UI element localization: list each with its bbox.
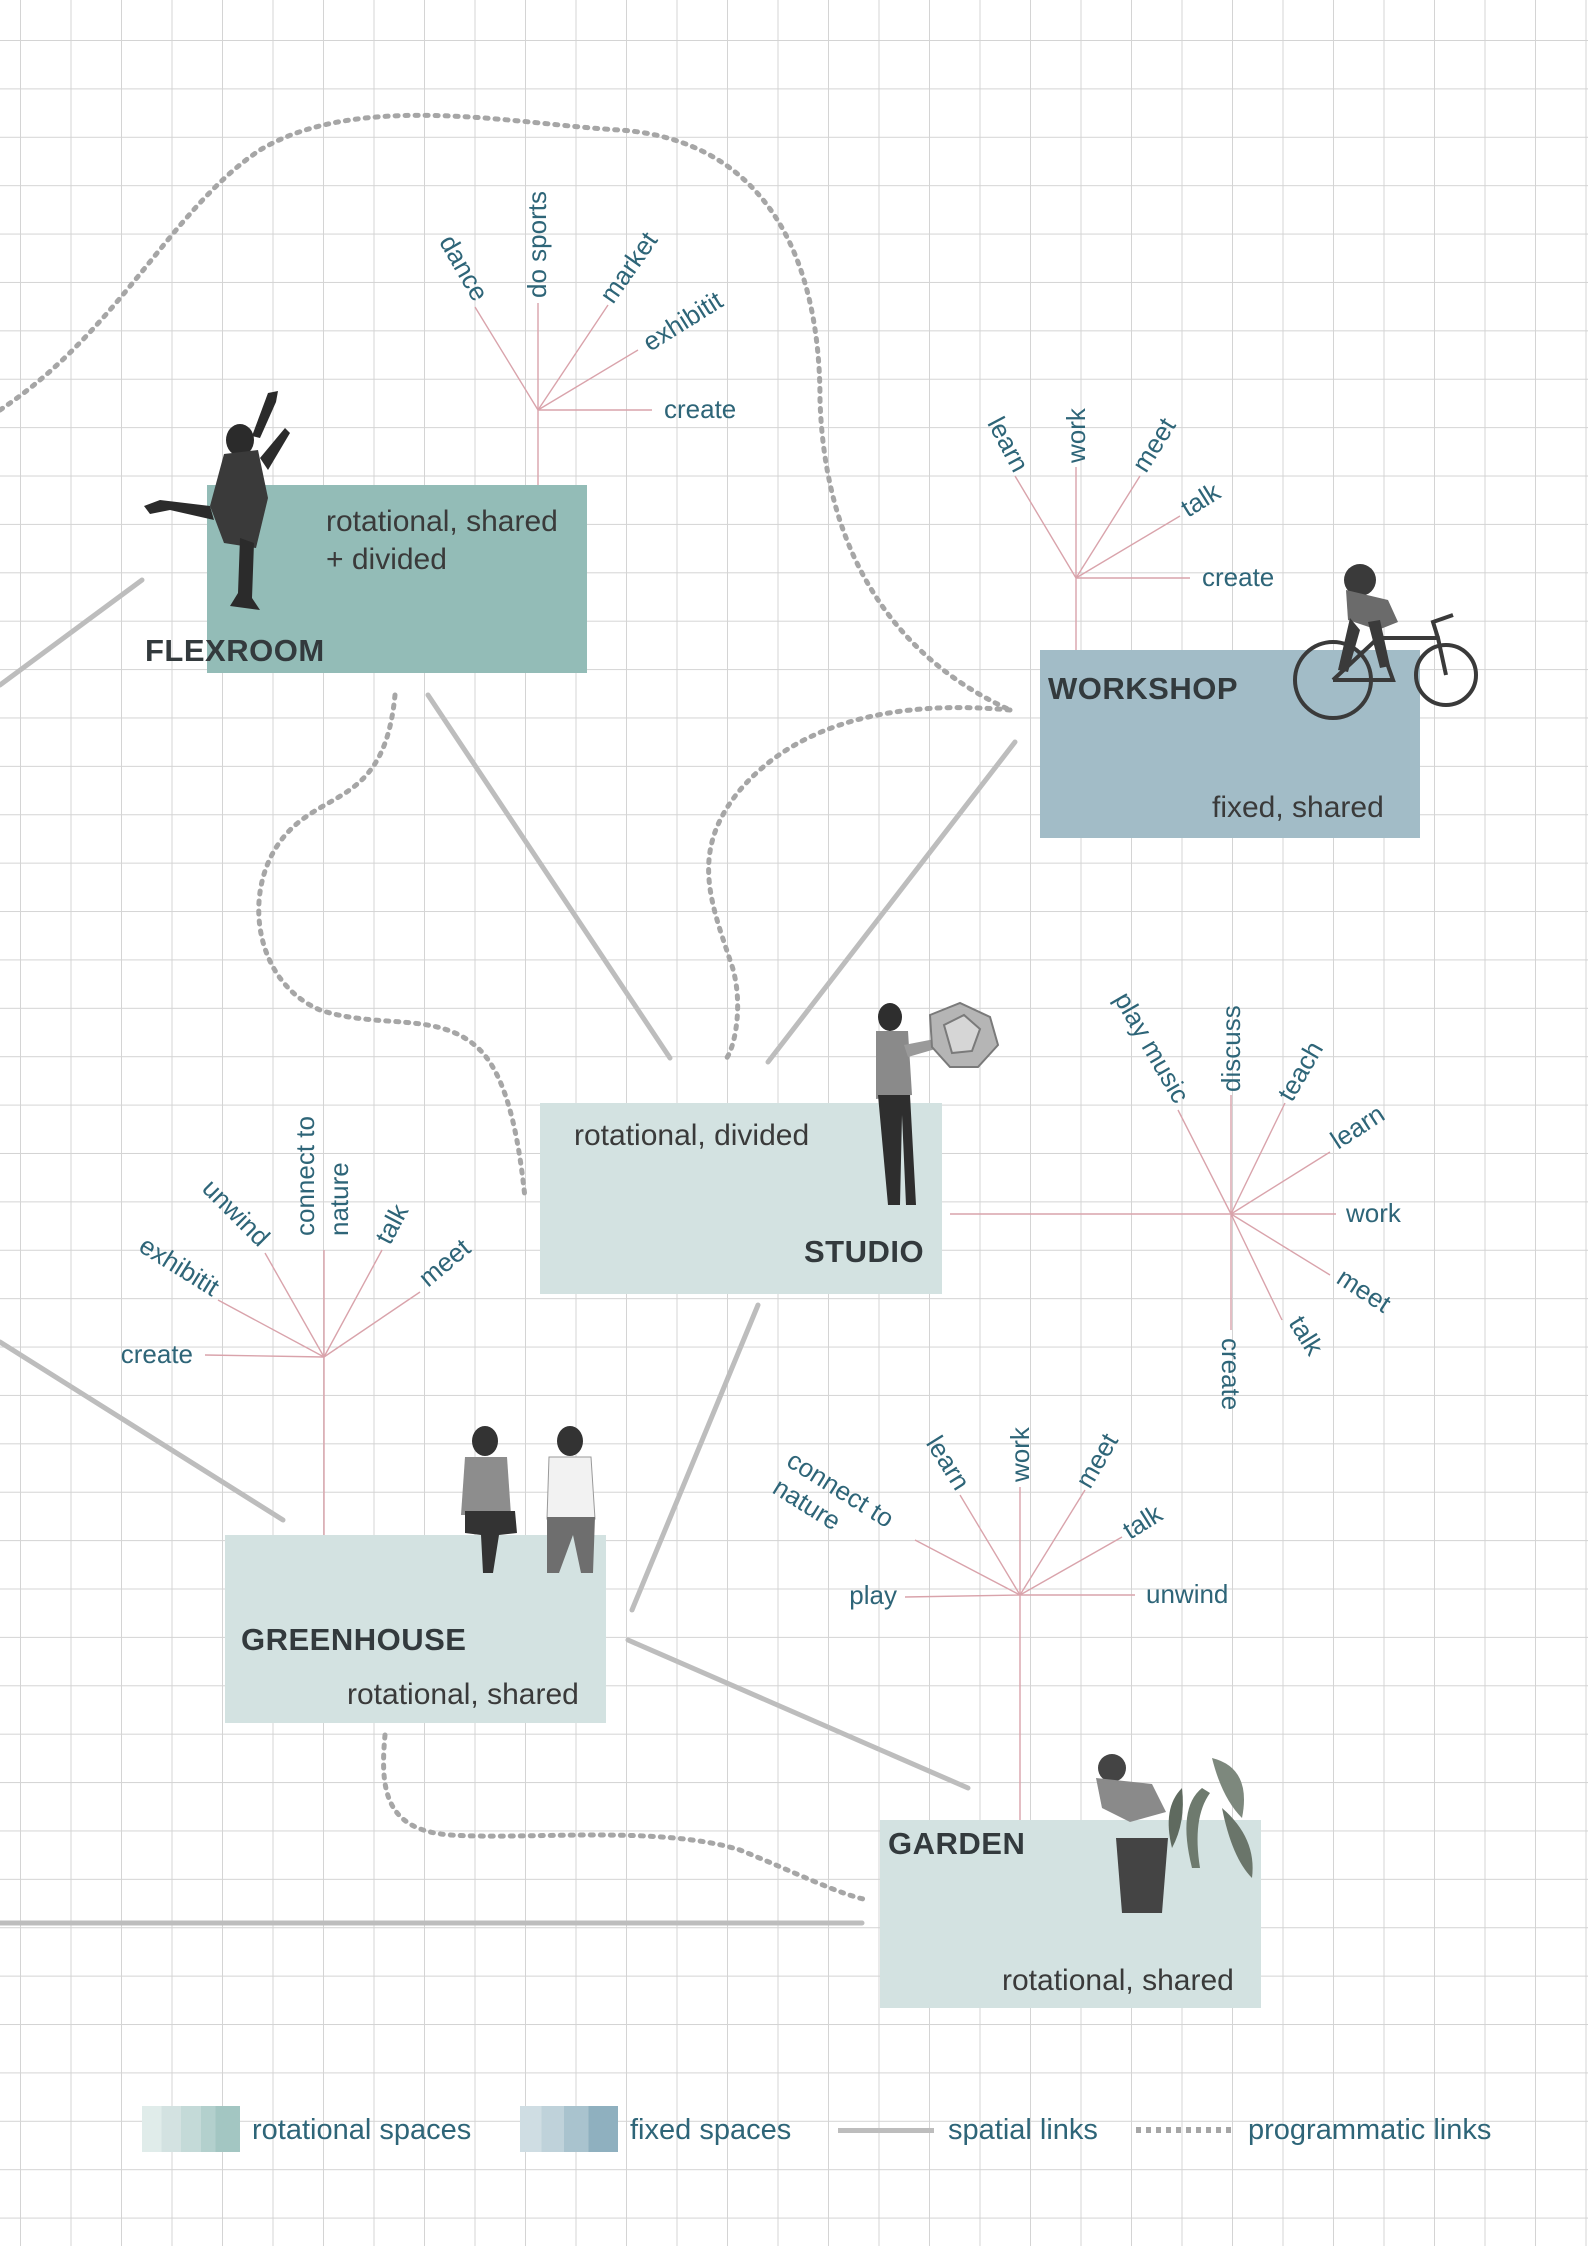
activity-label: unwind bbox=[196, 1173, 275, 1252]
activity-label: learn bbox=[1325, 1098, 1390, 1155]
activity-label: meet bbox=[413, 1232, 477, 1293]
spatial-link bbox=[428, 695, 670, 1058]
activity-label: talk bbox=[1117, 1498, 1168, 1545]
activity-label: play music bbox=[1108, 987, 1195, 1108]
rotational-swatch bbox=[142, 2106, 240, 2152]
gardener-figure-icon bbox=[1082, 1748, 1262, 1918]
legend-rotational-label: rotational spaces bbox=[252, 2114, 471, 2147]
activity-label: do sports bbox=[522, 191, 552, 298]
activity-label: nature bbox=[324, 1162, 354, 1236]
legend-programmatic-label: programmatic links bbox=[1248, 2114, 1491, 2147]
activity-label: discuss bbox=[1216, 1005, 1246, 1092]
legend-fixed-label: fixed spaces bbox=[630, 2114, 791, 2147]
activity-label: dance bbox=[433, 230, 494, 306]
activity-label: create bbox=[664, 394, 736, 424]
fixed-swatch bbox=[520, 2106, 618, 2152]
studio-desc: rotational, divided bbox=[574, 1117, 809, 1155]
studio-title: STUDIO bbox=[804, 1234, 924, 1270]
activity-label: create bbox=[1202, 562, 1274, 592]
woman-with-lantern-figure-icon bbox=[860, 995, 1000, 1220]
activity-label: unwind bbox=[1146, 1579, 1228, 1609]
activity-label: work bbox=[1061, 407, 1091, 464]
activity-label: create bbox=[121, 1339, 193, 1369]
cyclist-figure-icon bbox=[1288, 560, 1478, 725]
flexroom-desc-line1: rotational, shared bbox=[326, 503, 558, 541]
activity-label: work bbox=[1345, 1198, 1402, 1228]
flexroom-title: FLEXROOM bbox=[145, 633, 325, 669]
activity-label: talk bbox=[369, 1198, 415, 1249]
activity-label: create bbox=[1216, 1338, 1246, 1410]
garden-desc: rotational, shared bbox=[1002, 1962, 1234, 2000]
activity-label: talk bbox=[1175, 476, 1226, 523]
workshop-desc: fixed, shared bbox=[1212, 789, 1384, 827]
spatial-link bbox=[628, 1640, 968, 1788]
activity-label: connect to bbox=[290, 1116, 320, 1236]
programmatic-link bbox=[384, 1735, 868, 1900]
two-seated-men-figure-icon bbox=[455, 1423, 605, 1593]
legend: rotational spaces fixed spaces spatial l… bbox=[0, 2100, 1588, 2160]
activity-label: play bbox=[849, 1580, 897, 1610]
activity-label: exhibitit bbox=[637, 285, 728, 358]
activity-label: learn bbox=[982, 412, 1036, 477]
greenhouse-title: GREENHOUSE bbox=[241, 1622, 466, 1658]
workshop-title: WORKSHOP bbox=[1048, 671, 1238, 707]
flexroom-desc: rotational, shared + divided bbox=[326, 503, 558, 579]
activity-label: meet bbox=[1332, 1262, 1397, 1319]
programmatic-swatch bbox=[1136, 2127, 1232, 2133]
activity-label: market bbox=[593, 226, 664, 309]
activity-label: talk bbox=[1283, 1310, 1330, 1361]
activity-label: teach bbox=[1271, 1036, 1329, 1106]
activity-label: meet bbox=[1069, 1427, 1124, 1493]
dancer-figure-icon bbox=[140, 388, 300, 613]
spatial-link bbox=[632, 1305, 758, 1610]
garden-title: GARDEN bbox=[888, 1826, 1025, 1862]
flexroom-desc-line2: + divided bbox=[326, 541, 558, 579]
spatial-link bbox=[0, 580, 142, 685]
spatial-swatch bbox=[838, 2128, 934, 2133]
activity-label: meet bbox=[1126, 412, 1182, 478]
legend-spatial-label: spatial links bbox=[948, 2114, 1098, 2147]
activity-label: work bbox=[1005, 1426, 1035, 1483]
greenhouse-desc: rotational, shared bbox=[347, 1676, 579, 1714]
activity-label: exhibitit bbox=[134, 1230, 225, 1303]
activity-label: learn bbox=[920, 1430, 976, 1495]
